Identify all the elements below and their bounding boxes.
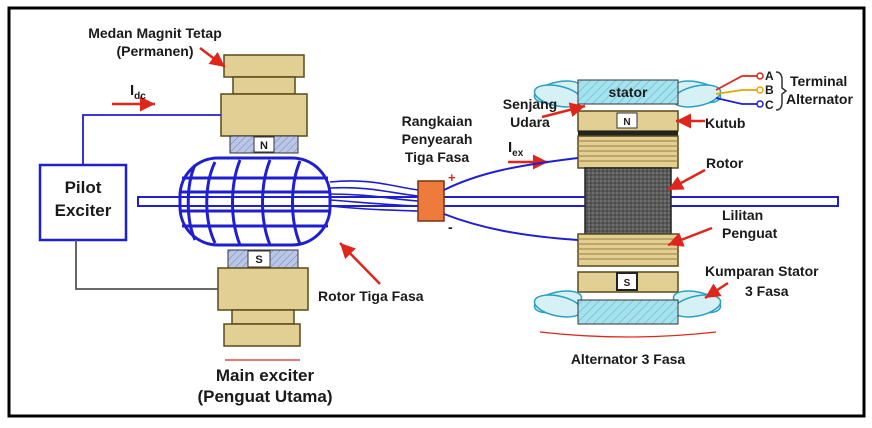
rotor-arrow: [667, 168, 706, 192]
stator-coil-label-1: Kumparan Stator: [705, 263, 819, 279]
terminal-wires: [715, 75, 758, 105]
upper-pole: N: [220, 54, 308, 154]
phase-a-label: A: [765, 69, 774, 83]
upper-stator-coils: [533, 80, 722, 108]
rectifier-label-3: Tiga Fasa: [405, 149, 470, 165]
plus-sign: +: [448, 170, 456, 185]
minus-sign: -: [448, 219, 453, 235]
stator-coil-label-2: 3 Fasa: [745, 283, 789, 299]
field-winding-arrow: [667, 226, 713, 247]
main-exciter-label-1: Main exciter: [216, 366, 315, 385]
permanent-field-arrow: [199, 47, 226, 68]
negative-lead: [443, 213, 579, 241]
rectifier-label-2: Penyearah: [402, 131, 473, 147]
rotor-three-phase-arrow: [339, 242, 381, 285]
alternator-underline: [539, 331, 717, 338]
air-gap-label-1: Senjang: [503, 96, 557, 112]
terminal-label-1: Terminal: [790, 73, 847, 89]
pole-n-label: N: [260, 140, 268, 152]
terminal-brace: [775, 71, 788, 111]
stator-label: stator: [609, 84, 648, 100]
terminal-label-2: Alternator: [786, 91, 853, 107]
rectifier-label-1: Rangkaian: [402, 113, 473, 129]
rotor-leads: [329, 180, 419, 212]
field-winding-label-1: Lilitan: [722, 207, 763, 223]
pilot-label-2: Exciter: [55, 201, 112, 220]
field-winding-label-2: Penguat: [722, 225, 778, 241]
alt-pole-s-label: S: [624, 278, 631, 289]
pilot-exciter-box: [38, 163, 128, 242]
alternator-rotor-core: [584, 167, 672, 235]
terminal-b-dot: [756, 86, 764, 94]
positive-lead: [443, 157, 579, 191]
permanent-field-label-1: Medan Magnit Tetap: [88, 25, 222, 41]
phase-c-label: C: [765, 98, 774, 112]
field-winding-lower: [577, 233, 679, 267]
rotor-three-phase-label: Rotor Tiga Fasa: [318, 288, 424, 304]
pilot-label-1: Pilot: [65, 178, 102, 197]
pole-s-label: S: [255, 254, 262, 266]
upper-feed-wire: [82, 114, 221, 165]
stator-block-upper: [577, 79, 679, 105]
field-winding-upper: [577, 135, 679, 169]
air-gap-label-2: Udara: [510, 114, 550, 130]
main-exciter-label-2: (Penguat Utama): [197, 387, 332, 406]
stator-coil-arrow: [704, 281, 729, 300]
rotor-label: Rotor: [706, 155, 744, 171]
air-gap-arrow: [541, 102, 586, 119]
pole-label: Kutub: [705, 115, 745, 131]
permanent-field-label-2: (Permanen): [116, 43, 193, 59]
rectifier-block: [417, 180, 445, 222]
exciter-rotor-winding: [178, 156, 332, 247]
alternator-label: Alternator 3 Fasa: [571, 351, 686, 367]
phase-b-label: B: [765, 83, 774, 97]
terminal-a-dot: [756, 72, 764, 80]
lower-feed-wire: [75, 240, 218, 290]
alt-pole-n-label: N: [623, 117, 630, 128]
idc-label: Idc: [130, 82, 146, 102]
shaft: [137, 196, 839, 207]
iex-label: Iex: [508, 139, 524, 159]
terminal-c-dot: [756, 100, 764, 108]
stator-block-lower: [577, 299, 679, 325]
lower-pole: S: [217, 249, 309, 347]
alt-pole-shoe-upper: [578, 131, 678, 136]
